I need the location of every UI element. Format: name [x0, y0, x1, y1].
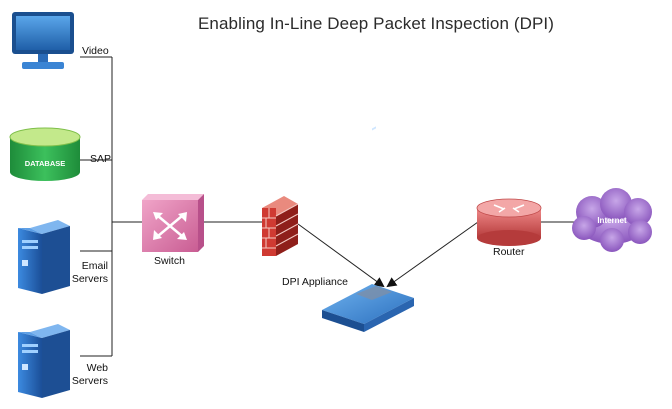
switch-icon — [142, 194, 204, 252]
email-servers-label: Email Servers — [64, 260, 108, 286]
switch-label: Switch — [154, 255, 185, 267]
web-servers-label-line1: Web — [86, 362, 108, 374]
sap-label: SAP — [90, 153, 112, 165]
internet-label: Internet — [597, 216, 627, 225]
router-label: Router — [493, 246, 525, 258]
web-servers-label: Web Servers — [64, 362, 108, 388]
email-servers-label-line1: Email — [81, 260, 108, 272]
video-label: Video — [82, 45, 109, 57]
connector-lines — [80, 56, 578, 357]
cloud-icon: Internet — [572, 188, 652, 252]
arrow-router-dpi — [386, 221, 479, 288]
dpi-appliance-label: DPI Appliance — [282, 276, 348, 288]
firewall-icon — [262, 196, 299, 256]
router-icon — [476, 198, 542, 246]
database-icon-text: DATABASE — [25, 159, 66, 168]
arrow-firewall-dpi — [297, 223, 385, 288]
web-server-icon — [18, 324, 70, 398]
database-icon: DATABASE — [9, 127, 81, 181]
appliance-icon — [322, 126, 414, 332]
monitor-icon — [12, 12, 74, 69]
diagram-title: Enabling In-Line Deep Packet Inspection … — [197, 14, 555, 33]
web-servers-label-line2: Servers — [71, 375, 108, 387]
email-servers-label-line2: Servers — [71, 273, 108, 285]
email-server-icon — [18, 220, 70, 294]
